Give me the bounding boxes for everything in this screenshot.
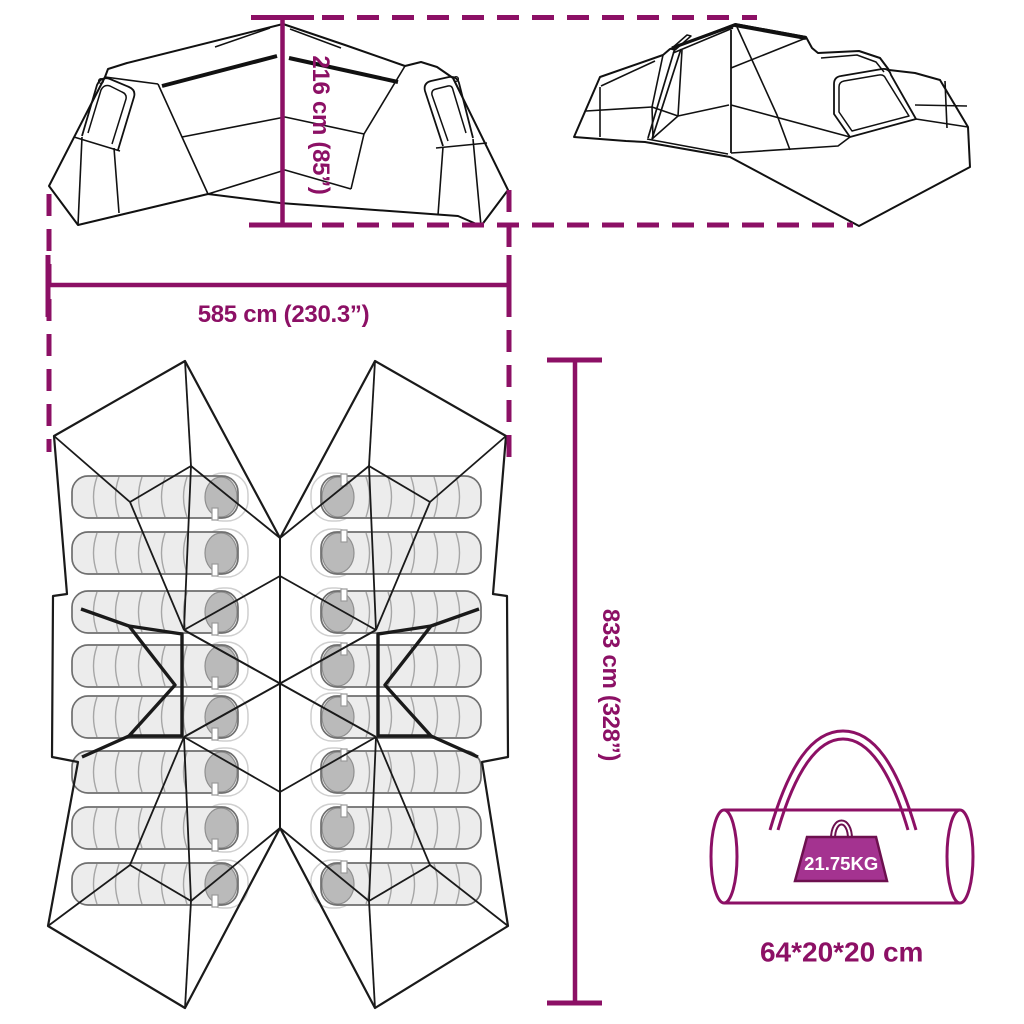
svg-text:64*20*20 cm: 64*20*20 cm bbox=[760, 937, 923, 968]
svg-text:21.75KG: 21.75KG bbox=[804, 853, 878, 874]
svg-text:585 cm (230.3”): 585 cm (230.3”) bbox=[198, 301, 370, 328]
svg-text:833 cm (328”): 833 cm (328”) bbox=[597, 609, 624, 761]
svg-text:216 cm (85”): 216 cm (85”) bbox=[307, 55, 334, 194]
